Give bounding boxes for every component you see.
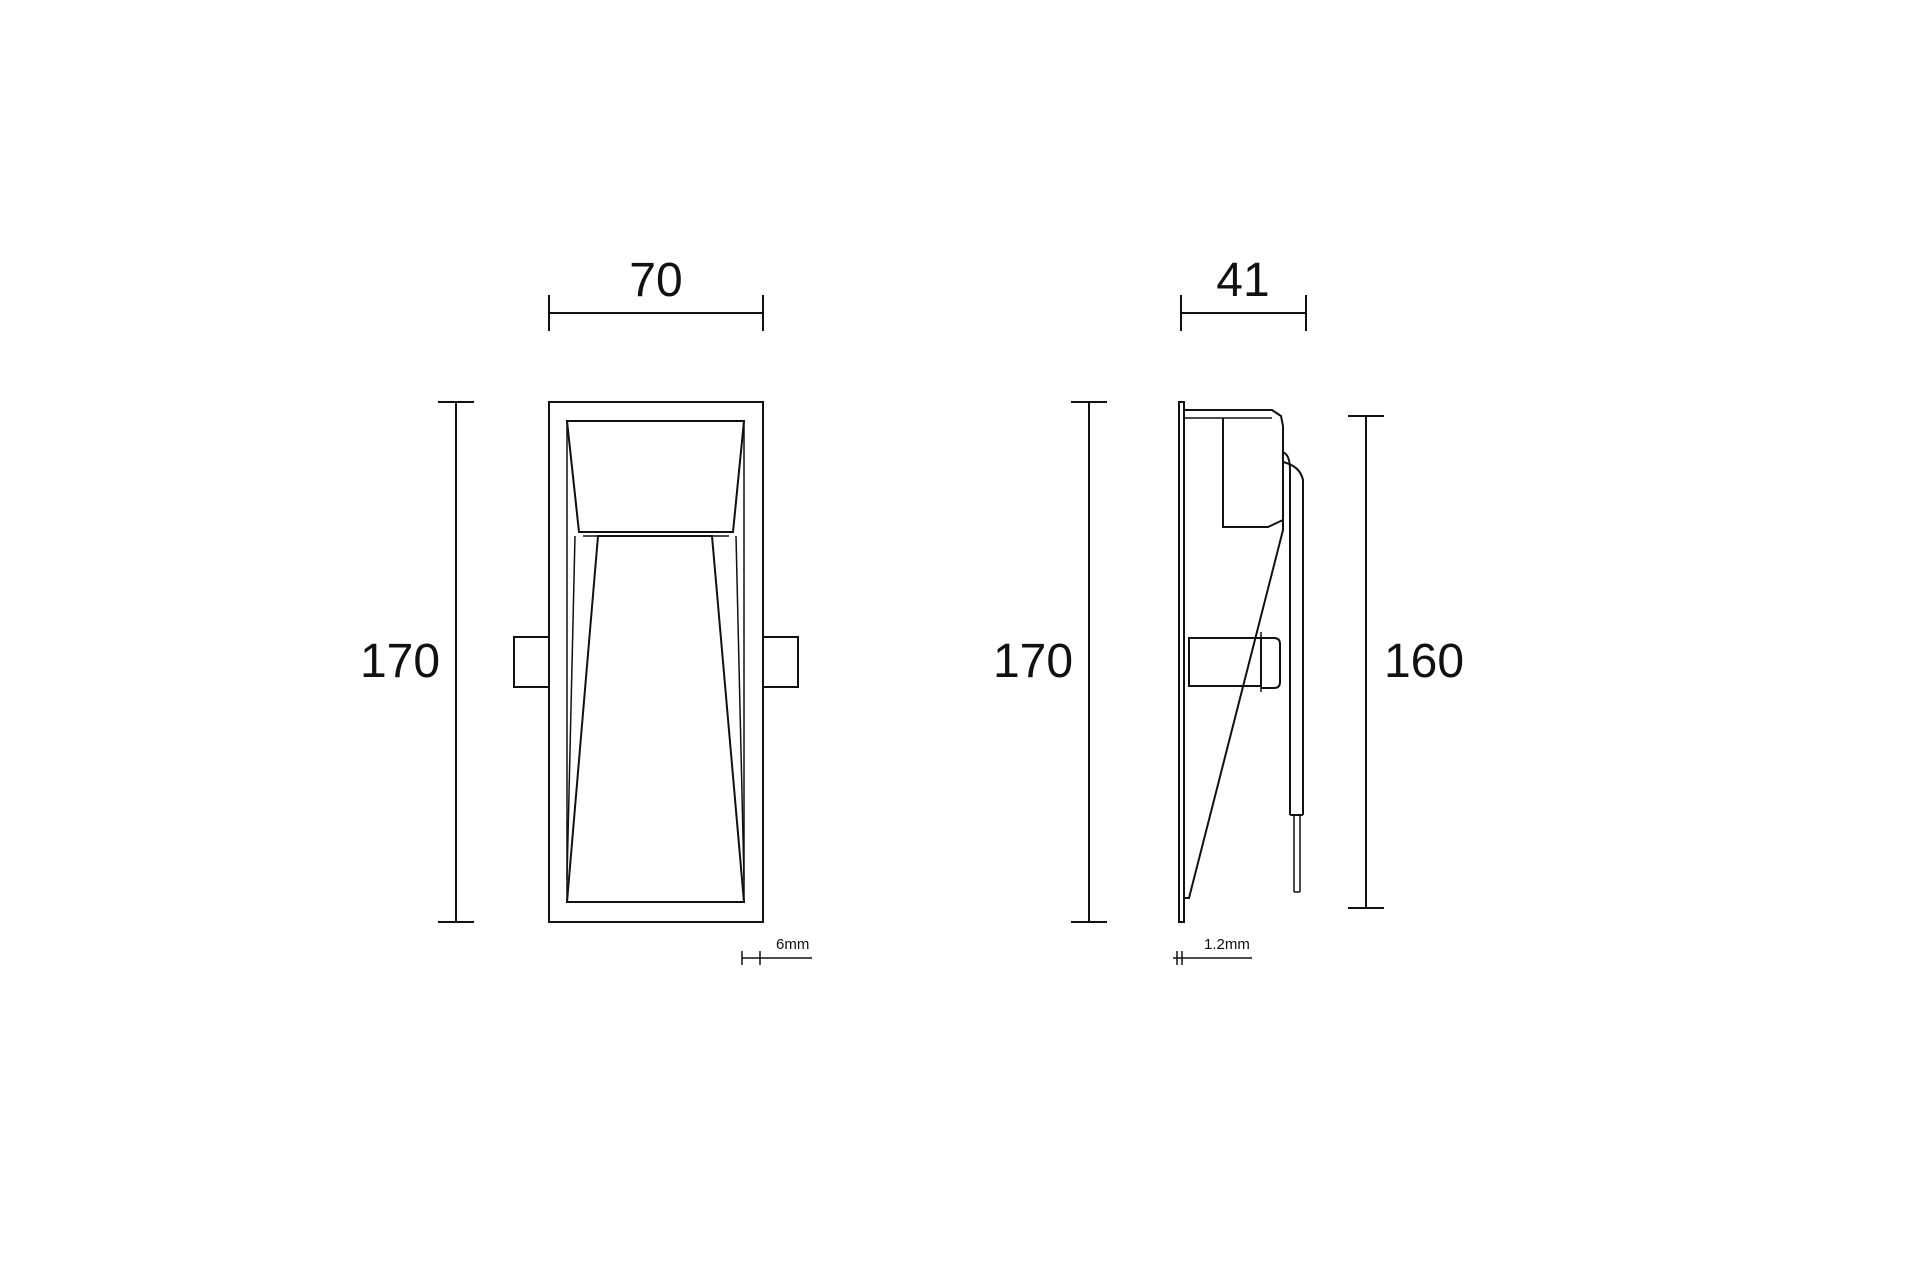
side-thickness-callout: 1.2mm [1173, 936, 1252, 965]
side-depth-label: 41 [1216, 254, 1269, 307]
front-height-dimension: 170 [360, 401, 474, 923]
side-body-height-dimension: 160 [1348, 415, 1464, 909]
front-width-label: 70 [629, 254, 682, 307]
side-luminaire-profile [1178, 401, 1304, 923]
front-height-label: 170 [360, 635, 440, 688]
side-body-height-label: 160 [1384, 635, 1464, 688]
front-view: 70 170 [360, 254, 812, 965]
front-width-dimension: 70 [548, 254, 764, 331]
front-luminaire-outline [513, 401, 799, 923]
side-depth-dimension: 41 [1180, 254, 1307, 331]
front-thickness-label: 6mm [776, 936, 809, 953]
side-thickness-label: 1.2mm [1204, 936, 1250, 953]
side-height-dimension: 170 [993, 401, 1107, 923]
front-thickness-callout: 6mm [741, 936, 812, 965]
side-view: 41 170 160 [993, 254, 1464, 965]
side-height-label: 170 [993, 635, 1073, 688]
